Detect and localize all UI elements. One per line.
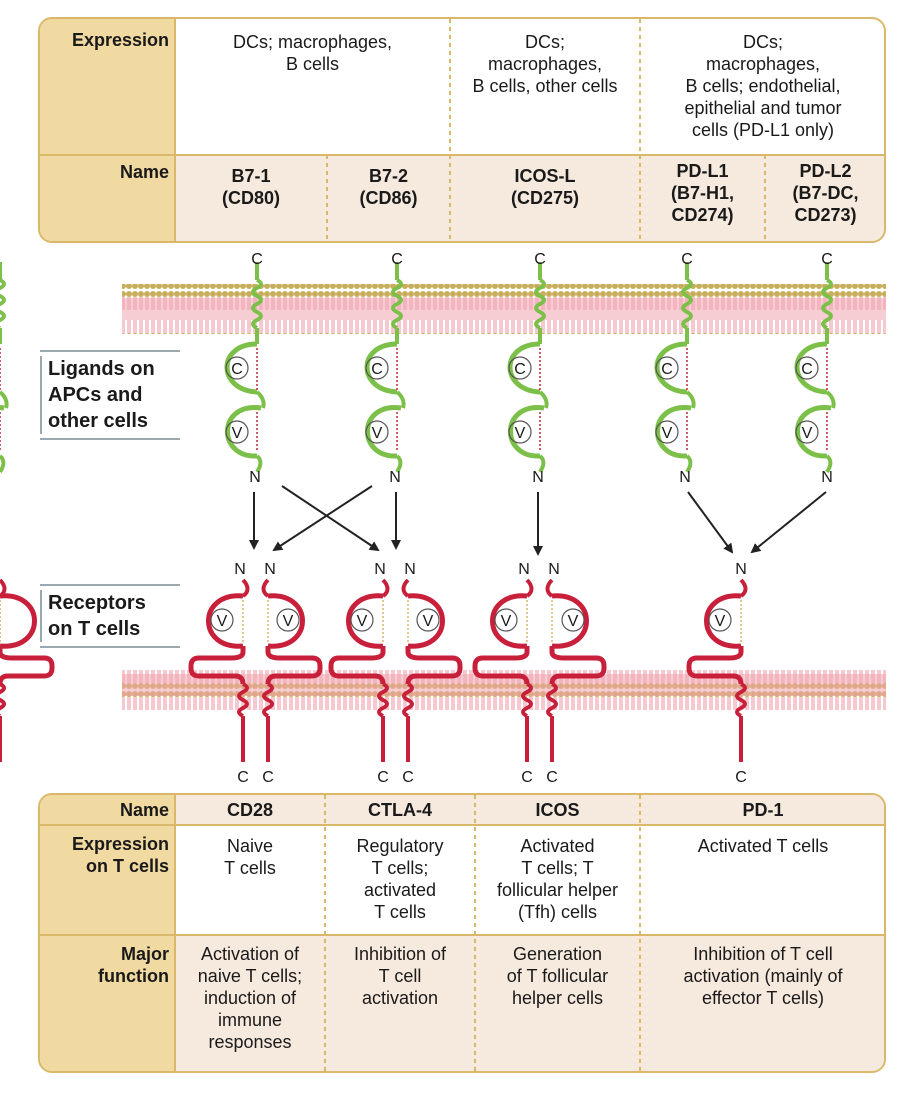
receptor-c-terminus: C xyxy=(735,769,747,786)
ligand-c-domain: C xyxy=(801,361,813,378)
binding-arrows xyxy=(249,485,827,556)
ligand-v-domain: V xyxy=(372,425,383,442)
receptor-name-pd1: PD-1 xyxy=(640,795,884,825)
ligand-n-terminus: N xyxy=(532,469,544,486)
receptor-n-terminus: N xyxy=(518,561,530,578)
ligand-c-terminus: C xyxy=(251,251,263,268)
ligand-table: Expression Name DCs; macrophages, B cell… xyxy=(38,17,886,243)
receptor-n-terminus: N xyxy=(234,561,246,578)
receptor-c-terminus: C xyxy=(546,769,558,786)
receptor-expression-ctla4: Regulatory T cells; activated T cells xyxy=(356,836,444,922)
receptor-labels: N N N N N N N V V V V V V V C C C C C C … xyxy=(217,561,747,786)
receptor-expression-header: Expression on T cells xyxy=(40,825,175,935)
receptor-n-terminus: N xyxy=(548,561,560,578)
ligand-c-domain: C xyxy=(371,361,383,378)
table-dividers xyxy=(40,795,884,1071)
receptor-expression-pd1: Activated T cells xyxy=(697,836,829,856)
receptor-n-terminus: N xyxy=(735,561,747,578)
receptor-name-icos: ICOS xyxy=(475,795,640,825)
receptor-v-domain: V xyxy=(715,613,726,630)
receptor-n-terminus: N xyxy=(264,561,276,578)
receptor-c-terminus: C xyxy=(521,769,533,786)
ligand-name-cd80: B7-1 (CD80) xyxy=(175,155,327,241)
ligand-name-cd275: ICOS-L (CD275) xyxy=(450,155,640,241)
ligand-c-terminus: C xyxy=(681,251,693,268)
receptor-name-cd28: CD28 xyxy=(175,795,325,825)
ligand-c-domain: C xyxy=(514,361,526,378)
receptor-v-domain: V xyxy=(568,613,579,630)
ligand-labels: C C C C C C C C C C V V V V V N N N N N xyxy=(231,251,833,486)
receptor-expression-icos: Activated T cells; T follicular helper (… xyxy=(496,836,619,922)
expression-header: Expression xyxy=(40,19,175,155)
receptor-expression-cd28: Naive T cells xyxy=(224,836,276,878)
receptor-v-domain: V xyxy=(283,613,294,630)
ligand-c-terminus: C xyxy=(821,251,833,268)
expression-cell-icosl: DCs; macrophages, B cells, other cells xyxy=(472,32,618,96)
ligand-protein xyxy=(0,262,9,474)
ligand-c-terminus: C xyxy=(534,251,546,268)
ligand-v-domain: V xyxy=(232,425,243,442)
receptor-c-terminus: C xyxy=(262,769,274,786)
domain-circles xyxy=(210,356,819,632)
receptor-v-domain: V xyxy=(217,613,228,630)
ligand-v-domain: V xyxy=(662,425,673,442)
receptor-n-terminus: N xyxy=(404,561,416,578)
receptor-table: Name Expression on T cells Major functio… xyxy=(38,793,886,1073)
receptor-c-terminus: C xyxy=(377,769,389,786)
ligand-name-cd86: B7-2 (CD86) xyxy=(327,155,450,241)
receptor-v-domain: V xyxy=(423,613,434,630)
receptor-function-pd1: Inhibition of T cell activation (mainly … xyxy=(640,935,884,1071)
table-dividers xyxy=(40,19,884,241)
ligand-c-terminus: C xyxy=(391,251,403,268)
ligand-c-domain: C xyxy=(231,361,243,378)
ligand-n-terminus: N xyxy=(679,469,691,486)
receptor-function-cd28: Activation of naive T cells; induction o… xyxy=(175,935,325,1071)
receptor-name-ctla4: CTLA-4 xyxy=(325,795,475,825)
receptor-c-terminus: C xyxy=(402,769,414,786)
receptor-v-domain: V xyxy=(357,613,368,630)
receptor-function-icos: Generation of T follicular helper cells xyxy=(475,935,640,1071)
ligand-name-cd273: PD-L2 (B7-DC, CD273) xyxy=(765,155,884,241)
receptor-function-ctla4: Inhibition of T cell activation xyxy=(325,935,475,1071)
ligand-n-terminus: N xyxy=(249,469,261,486)
receptors-label: Receptors on T cells xyxy=(40,584,190,648)
ligand-c-domain: C xyxy=(661,361,673,378)
expression-cell-b7: DCs; macrophages, B cells xyxy=(232,32,393,74)
name-header: Name xyxy=(40,155,175,241)
ligand-v-domain: V xyxy=(802,425,813,442)
ligands-label: Ligands on APCs and other cells xyxy=(40,350,190,440)
ligand-n-terminus: N xyxy=(389,469,401,486)
ligand-name-cd274: PD-L1 (B7-H1, CD274) xyxy=(640,155,765,241)
receptor-c-terminus: C xyxy=(237,769,249,786)
receptor-v-domain: V xyxy=(501,613,512,630)
ligand-n-terminus: N xyxy=(821,469,833,486)
receptor-function-header: Major function xyxy=(40,935,175,1071)
receptor-protein xyxy=(0,580,55,762)
receptor-ligand-diagram: C C C C C C C C C C V V V V V N N N N N xyxy=(0,251,886,786)
expression-cell-pdl: DCs; macrophages, B cells; endothelial, … xyxy=(684,32,842,140)
receptor-n-terminus: N xyxy=(374,561,386,578)
ligand-v-domain: V xyxy=(515,425,526,442)
receptor-name-header: Name xyxy=(40,795,175,825)
